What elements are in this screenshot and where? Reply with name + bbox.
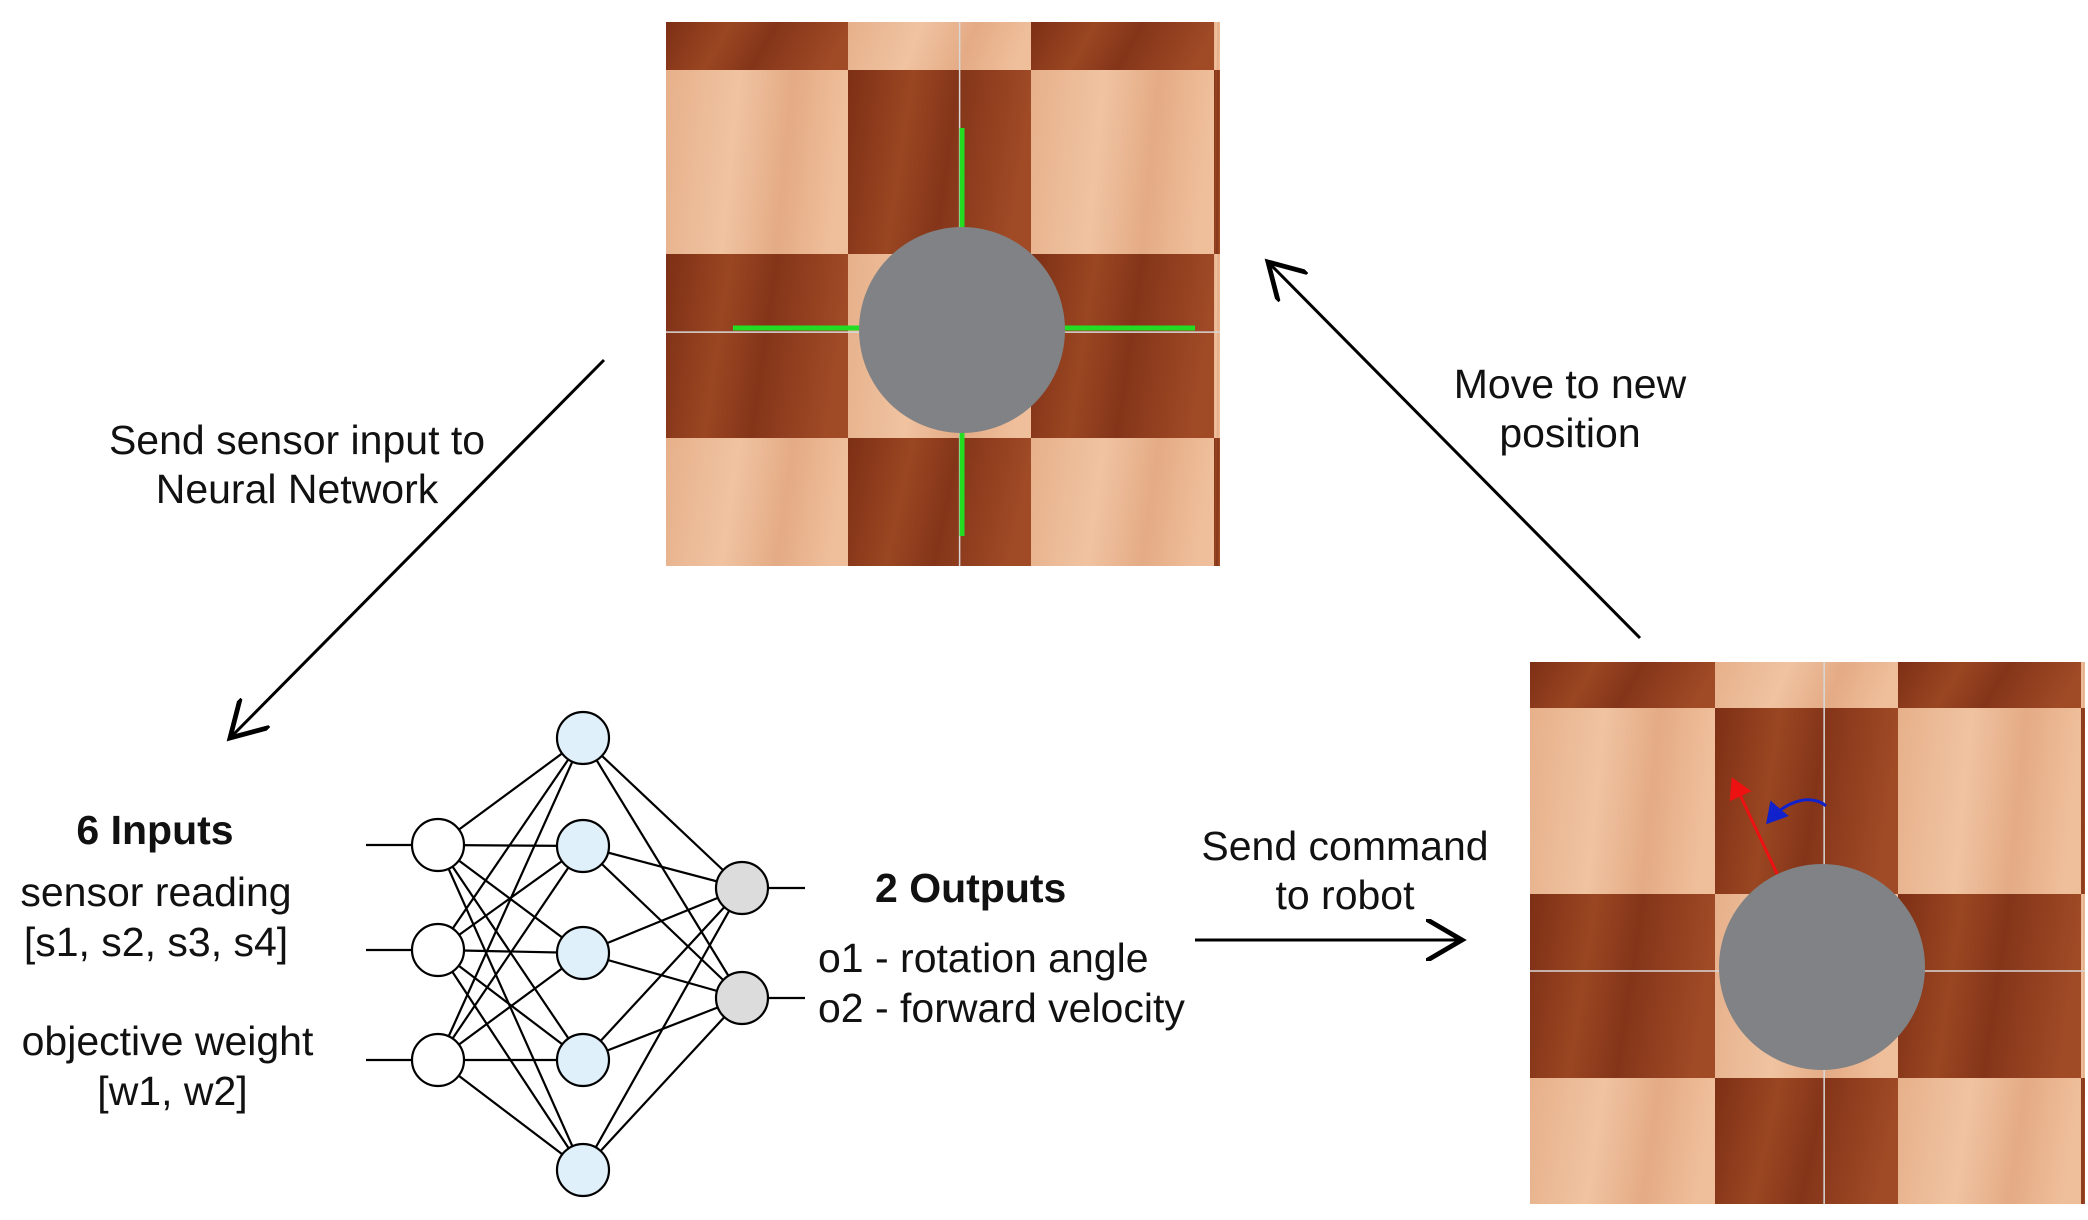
light-tile (1530, 1078, 1715, 1204)
send-sensor-line1: Send sensor input to (108, 417, 486, 463)
connection-hidden-output (582, 887, 743, 1171)
dark-tile (2081, 1078, 2085, 1204)
dark-tile (1214, 438, 1220, 566)
dark-tile (1214, 70, 1220, 254)
sensor-list-label: [s1, s2, s3, s4] (23, 919, 289, 965)
output-o2-label: o2 - forward velocity (818, 985, 1185, 1031)
robot-body-bottom (1719, 864, 1925, 1070)
outputs-title: 2 Outputs (875, 865, 1067, 911)
dark-tile (1715, 1078, 1898, 1204)
light-tile (1031, 70, 1214, 254)
light-tile (666, 438, 848, 566)
connection-input-hidden (437, 1059, 584, 1171)
dark-tile (848, 438, 1031, 566)
connection-input-hidden (436, 737, 585, 1061)
send-command-line2: to robot (1275, 872, 1415, 918)
connection-hidden-output (582, 886, 743, 955)
connection-hidden-output (582, 997, 743, 1171)
dark-tile (1530, 894, 1715, 1078)
send-sensor-line2: Neural Network (155, 466, 439, 512)
connection-hidden-output (582, 845, 743, 999)
output-o1-label: o1 - rotation angle (818, 935, 1149, 981)
light-tile (1715, 662, 1898, 708)
dark-tile (1530, 662, 1715, 708)
light-tile (1898, 708, 2081, 894)
dark-tile (666, 22, 848, 70)
light-tile (666, 70, 848, 254)
connection-hidden-output (582, 737, 743, 889)
sensor-reading-label: sensor reading (20, 869, 292, 915)
dark-tile (1898, 662, 2081, 708)
dark-tile (666, 254, 848, 438)
hidden-node (555, 1032, 611, 1088)
light-tile (848, 22, 1031, 70)
light-tile (1530, 708, 1715, 894)
dark-tile (848, 70, 1031, 254)
connection-hidden-output (582, 844, 743, 890)
send-command-line1: Send command (1201, 823, 1489, 869)
network-connections (436, 737, 743, 1171)
light-tile (1214, 254, 1220, 438)
dark-tile (2081, 708, 2085, 894)
input-node (410, 922, 466, 978)
network-nodes (410, 710, 770, 1198)
dark-tile (1031, 22, 1214, 70)
connection-input-hidden (437, 949, 584, 1061)
connection-input-hidden (437, 845, 584, 1061)
hidden-node (555, 710, 611, 766)
input-node (410, 1032, 466, 1088)
hidden-node (555, 818, 611, 874)
objective-weight-label: objective weight (21, 1018, 314, 1064)
move-line2: position (1499, 410, 1641, 456)
connection-input-hidden (437, 737, 584, 846)
light-tile (1898, 1078, 2081, 1204)
connection-input-hidden (437, 737, 584, 951)
connection-hidden-output (582, 887, 743, 1061)
connection-input-hidden (437, 952, 584, 1061)
light-tile (1031, 438, 1214, 566)
hidden-node (555, 1142, 611, 1198)
output-node (714, 970, 770, 1026)
output-node (714, 860, 770, 916)
rotation-arrow (1766, 798, 1828, 825)
bottom-robot-scene (1530, 662, 2085, 1204)
move-line1: Move to new (1453, 361, 1687, 407)
light-tile (2081, 662, 2085, 708)
top-robot-scene (666, 22, 1220, 566)
light-tile (1214, 22, 1220, 70)
send-sensor-label: Send sensor input to Neural Network (92, 416, 502, 514)
arrow-move-to-position (1268, 262, 1642, 640)
heading-arrow (1729, 777, 1782, 881)
weight-list-label: [w1, w2] (97, 1068, 248, 1114)
robot-body-top (859, 227, 1065, 433)
move-label: Move to new position (1420, 360, 1720, 458)
dark-tile (1898, 894, 2081, 1078)
hidden-node (555, 925, 611, 981)
inputs-title: 6 Inputs (76, 807, 234, 853)
arrow-sensor-to-network (230, 358, 606, 738)
light-tile (2081, 894, 2085, 1078)
send-command-label: Send command to robot (1185, 822, 1505, 920)
input-node (410, 817, 466, 873)
